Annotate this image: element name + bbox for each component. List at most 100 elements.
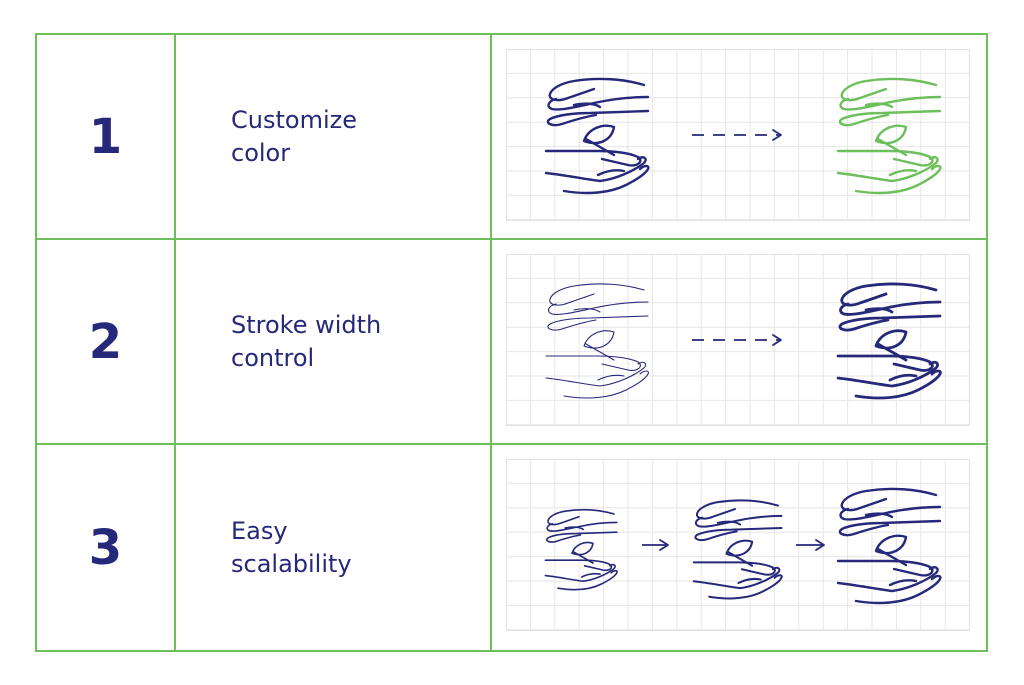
icon-stroke (836, 360, 939, 388)
icon-stroke (854, 574, 942, 605)
icon-stroke (563, 370, 649, 399)
hands-holding-leaf-icon (836, 77, 942, 195)
hands-holding-leaf-icon (836, 282, 942, 400)
icon-stroke (708, 574, 783, 600)
icon-stroke (836, 156, 939, 183)
icon-stroke (597, 374, 625, 381)
icon-stroke (549, 283, 645, 306)
icon-stroke (839, 300, 942, 316)
icon-stroke (839, 95, 942, 111)
icon-stroke (838, 109, 942, 127)
hands-holding-leaf-icon (544, 508, 618, 591)
icon-stroke (557, 569, 618, 591)
icon-stroke (544, 156, 647, 183)
icon-stroke (864, 102, 894, 109)
row-1-label-cell: Customize color (176, 35, 492, 240)
arrow-right-icon (692, 334, 782, 346)
icon-stroke (864, 512, 894, 519)
row-2-number-cell: 2 (37, 240, 176, 445)
icon-stroke (854, 369, 942, 400)
row-3-grid (506, 459, 970, 631)
icon-stroke (838, 314, 942, 332)
icon-stroke (836, 559, 934, 577)
row-1-demo-cell (492, 35, 986, 240)
icon-stroke (545, 531, 618, 543)
arrow-head (815, 539, 825, 551)
arrow-head (772, 334, 782, 346)
row-2-label-cell: Stroke width control (176, 240, 492, 445)
icon-stroke (547, 95, 650, 111)
row-3-label-line2: scalability (231, 549, 352, 578)
icon-stroke (839, 505, 942, 521)
row-3-demo-cell (492, 445, 986, 650)
row-1-label: Customize color (231, 104, 357, 170)
icon-stroke (544, 559, 613, 572)
row-1-number-cell: 1 (37, 35, 176, 240)
row-1-label-line1: Customize (231, 105, 357, 134)
icon-stroke (544, 149, 642, 167)
row-3-number-cell: 3 (37, 445, 176, 650)
icon-stroke (836, 354, 934, 372)
grid-frame (506, 49, 970, 221)
row-3-label: Easy scalability (231, 515, 352, 581)
row-3-label-cell: Easy scalability (176, 445, 492, 650)
icon-stroke (854, 164, 942, 195)
row-2-demo-canvas (506, 254, 970, 426)
icon-stroke (694, 514, 783, 528)
icon-stroke (571, 541, 594, 556)
icon-stroke (564, 526, 584, 531)
icon-stroke (716, 520, 742, 526)
icon-stroke (836, 149, 934, 167)
icon-stroke (545, 361, 647, 387)
row-2-label-line1: Stroke width (231, 310, 382, 339)
row-1-label-line2: color (231, 138, 291, 167)
icon-stroke (692, 566, 781, 590)
icon-stroke (695, 499, 780, 520)
icon-stroke (547, 315, 649, 331)
row-2-label-line2: control (231, 343, 315, 372)
icon-stroke (572, 102, 602, 109)
grid-frame (506, 459, 970, 631)
feature-table: 1 Customize color 2 Stroke width control (35, 33, 988, 652)
icon-stroke (581, 572, 601, 578)
icon-stroke (544, 563, 616, 582)
icon-stroke (547, 508, 615, 526)
row-1-number: 1 (88, 108, 123, 165)
row-3-number: 3 (88, 519, 123, 576)
hands-holding-leaf-icon (544, 77, 650, 195)
icon-stroke (874, 124, 908, 145)
icon-stroke (888, 373, 918, 382)
row-3-label-line1: Easy (231, 516, 288, 545)
grid-frame (506, 254, 970, 426)
icon-stroke (596, 169, 626, 177)
arrow-head (659, 539, 669, 551)
row-1-demo-canvas (506, 49, 970, 221)
icon-stroke (573, 308, 601, 313)
icon-stroke (888, 579, 918, 587)
row-3-demo-canvas (506, 459, 970, 631)
icon-stroke (836, 566, 939, 593)
icon-stroke (546, 521, 618, 532)
hands-holding-leaf-icon (836, 487, 942, 605)
icon-stroke (583, 330, 615, 349)
arrow-right-icon (642, 539, 669, 551)
icon-stroke (838, 519, 942, 537)
icon-stroke (874, 534, 908, 555)
icon-stroke (888, 169, 918, 177)
row-2-demo-cell (492, 240, 986, 445)
icon-stroke (545, 355, 641, 371)
arrow-right-icon (692, 129, 782, 141)
icon-stroke (874, 329, 908, 350)
icon-stroke (737, 577, 762, 585)
icon-stroke (692, 561, 776, 576)
icon-stroke (694, 526, 783, 542)
icon-stroke (546, 109, 650, 127)
arrow-right-icon (796, 539, 825, 551)
icon-stroke (585, 343, 615, 361)
icon-stroke (547, 301, 649, 315)
row-2-number: 2 (88, 313, 123, 370)
icon-stroke (582, 124, 616, 145)
icon-stroke (562, 164, 650, 195)
icon-stroke (864, 307, 894, 314)
hands-holding-leaf-icon (692, 499, 783, 600)
